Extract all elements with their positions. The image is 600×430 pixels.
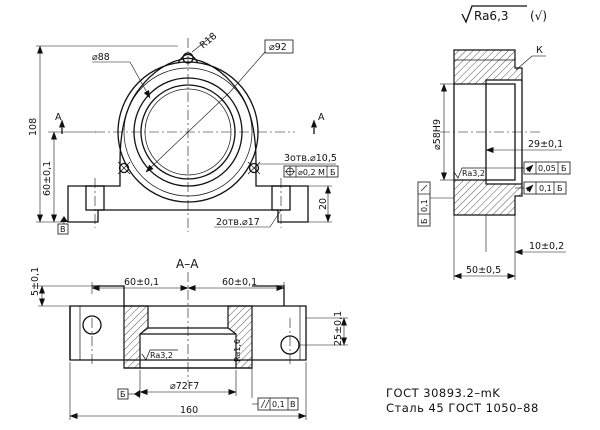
runout-1-value: 0,05 (538, 164, 556, 173)
holes-top-tolerance-frame: ⌀0,2 M Б (283, 165, 339, 178)
front-view: А А R18 ⌀92 ⌀88 108 60±0,1 В 20 (28, 31, 339, 235)
runout-2-icon (525, 184, 534, 193)
holes-top-label: 3отв.⌀10,5 (284, 153, 337, 164)
top-bolt-hole (182, 52, 194, 64)
outer-dia-label: ⌀92 (269, 42, 287, 53)
runout-2-datum: Б (557, 184, 563, 193)
section-datum-label: Б (120, 390, 126, 399)
side-view: К ⌀58H9 29±0,1 Ra3,2 0,05 Б 0 (417, 45, 571, 280)
runout-frame-2: 0,1 Б (523, 181, 567, 195)
general-roughness-mark: Ra6,3 (√) (461, 5, 547, 24)
housing-circle (133, 77, 243, 187)
flange-width-label: 10±0,2 (529, 241, 564, 252)
base-datum-label: В (60, 225, 66, 234)
section-right-offset: 60±0,1 (222, 277, 257, 288)
holes-base-label: 2отв.⌀17 (216, 217, 260, 228)
height-total-label: 108 (28, 118, 39, 136)
note-material: Сталь 45 ГОСТ 1050–88 (386, 401, 539, 415)
section-top-dim: 5±0,1 (30, 267, 41, 296)
section-right-dim: 25±0,1 (333, 311, 344, 346)
section-length: 160 (180, 405, 198, 416)
holes-top-mod: M (318, 168, 325, 177)
perp-value: 0,1 (420, 199, 429, 212)
runout-1-datum: Б (561, 164, 567, 173)
section-left-hole (82, 315, 102, 335)
runout-icon (525, 164, 534, 173)
holes-top-datum: Б (330, 168, 336, 177)
section-view: А–А Ra3,2 Ra1,6 60±0,1 (30, 257, 348, 420)
parallelism-icon-a (260, 399, 266, 409)
section-letter-right: А (318, 112, 325, 123)
total-width-label: 50±0,5 (466, 265, 501, 276)
base-height-label: 20 (318, 198, 329, 210)
parallel-datum: В (290, 400, 296, 409)
section-roughness-label: Ra3,2 (150, 351, 173, 360)
perp-datum: Б (420, 219, 429, 225)
side-bore-fit-label: ⌀58H9 (432, 119, 443, 150)
notes: ГОСТ 30893.2–mK Сталь 45 ГОСТ 1050–88 (386, 386, 539, 415)
outer-dia-box (264, 39, 294, 54)
section-bore-fit: ⌀72F7 (170, 381, 199, 392)
section-side-roughness-label: Ra1,6 (233, 339, 242, 362)
side-roughness-label: Ra3,2 (462, 169, 485, 178)
section-title: А–А (176, 257, 199, 271)
callout-k-label: К (536, 45, 543, 56)
parallel-value: 0,1 (272, 400, 285, 409)
side-depth-label: 29±0,1 (528, 139, 563, 150)
general-roughness-value: Ra6,3 (474, 9, 509, 23)
left-bolt-hole (118, 162, 130, 174)
runout-frame-1: 0,05 Б (523, 161, 571, 175)
radius-label: R18 (198, 31, 219, 51)
perpendicularity-frame: 0,1 Б (417, 181, 431, 227)
perpendicularity-icon (420, 184, 428, 192)
outer-rim-circle (117, 61, 259, 203)
bore-dia-label: ⌀88 (92, 52, 110, 63)
parallelism-frame: 0,1 В (257, 397, 299, 411)
holes-top-tol-value: ⌀0,2 (298, 168, 316, 177)
note-tolerance-standard: ГОСТ 30893.2–mK (386, 386, 500, 400)
bore-circle (140, 84, 236, 180)
section-right-hole (280, 335, 300, 355)
general-roughness-bracket: (√) (530, 9, 547, 23)
runout-2-value: 0,1 (539, 184, 552, 193)
parallelism-icon-b (264, 399, 270, 409)
right-bolt-hole (248, 162, 260, 174)
section-letter-left: А (55, 112, 62, 123)
center-height-label: 60±0,1 (42, 161, 53, 196)
section-left-offset: 60±0,1 (124, 277, 159, 288)
